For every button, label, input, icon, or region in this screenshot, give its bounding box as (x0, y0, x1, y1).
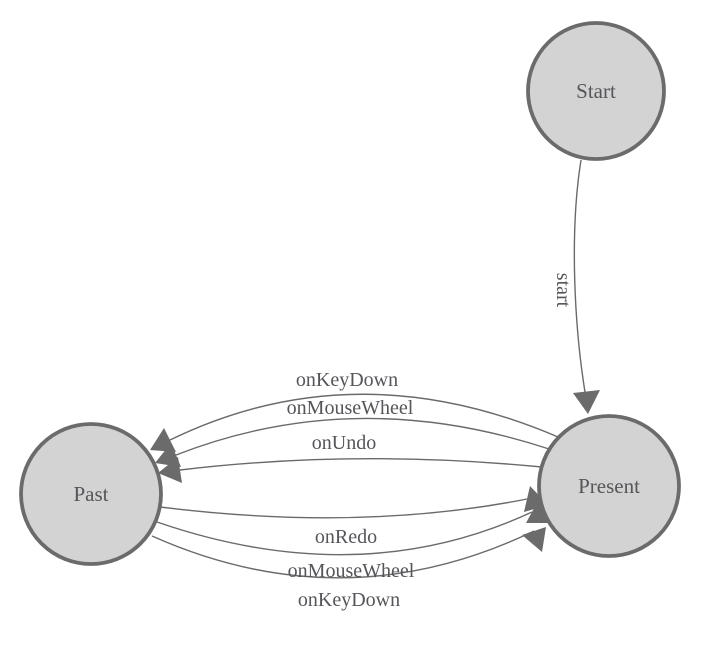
edge-past-to-present-onredo (159, 498, 528, 519)
edge-label-onkeydown-bottom: onKeyDown (298, 589, 400, 611)
edge-labels: start onKeyDown onMouseWheel onUndo onRe… (287, 273, 574, 611)
state-node-present (537, 414, 681, 558)
edge-curves (151, 159, 586, 579)
edge-label-onundo: onUndo (312, 432, 376, 454)
edge-present-to-past-onkeydown (169, 393, 559, 441)
arrowhead-onundo-into-past (158, 457, 182, 483)
state-node-past-label: Past (73, 482, 108, 506)
node-labels: Start Past Present (73, 79, 640, 506)
edge-past-to-present-onkeydown (151, 530, 535, 579)
edge-past-to-present-onmousewheel (156, 511, 533, 556)
state-node-past (19, 422, 163, 566)
arrowhead-onkeydown-into-present (522, 527, 546, 552)
edge-present-to-past-onundo (179, 457, 543, 471)
arrowhead-start-to-present (573, 390, 600, 414)
edge-start-to-present (573, 159, 586, 393)
state-node-start-label: Start (576, 79, 616, 103)
state-node-present-label: Present (578, 474, 640, 498)
edge-label-onmousewheel-bottom: onMouseWheel (288, 560, 415, 582)
edge-label-onredo: onRedo (315, 526, 377, 548)
edge-present-to-past-onmousewheel (175, 417, 550, 456)
edge-label-onkeydown-top: onKeyDown (296, 369, 398, 391)
state-nodes (19, 21, 681, 566)
edge-label-start: start (552, 273, 574, 308)
edge-label-onmousewheel-top: onMouseWheel (287, 397, 414, 419)
state-node-start (526, 21, 666, 161)
